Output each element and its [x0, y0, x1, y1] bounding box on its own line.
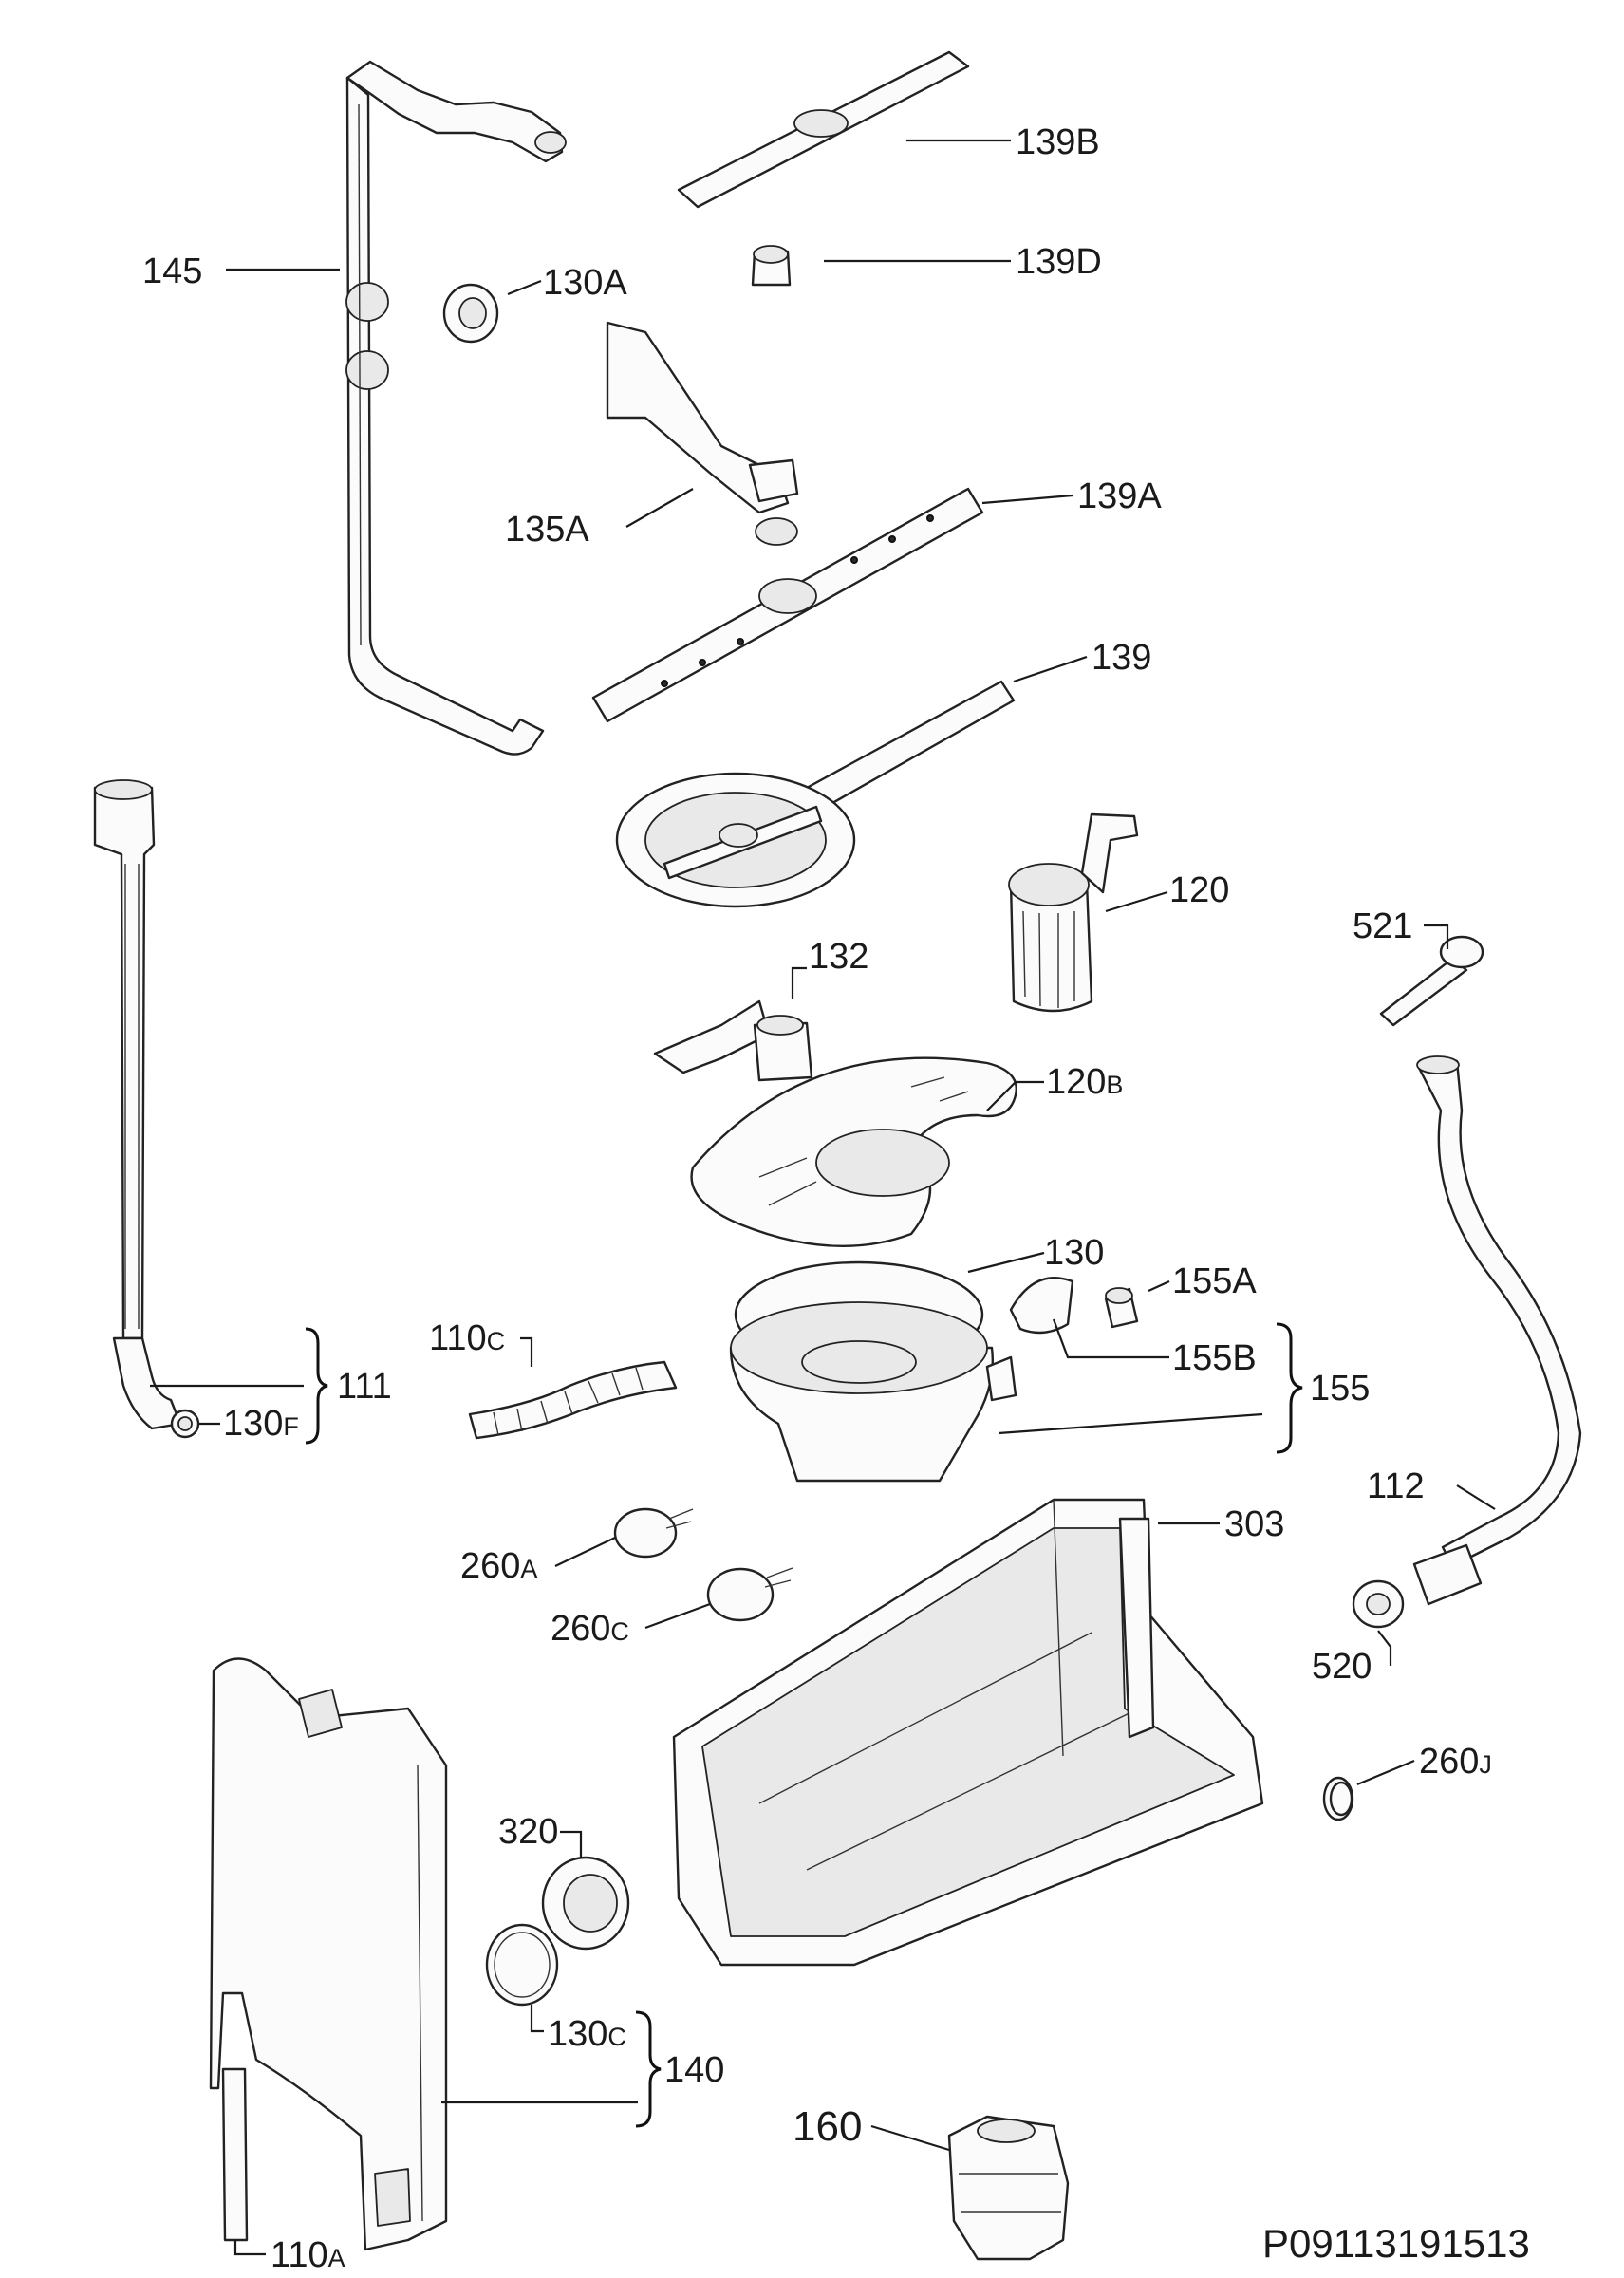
- label-320: 320: [498, 1812, 558, 1852]
- label-135A: 135A: [505, 510, 589, 550]
- label-139D: 139D: [1016, 242, 1102, 282]
- part-110C-hose: [468, 1360, 678, 1440]
- part-320-seal: [541, 1856, 630, 1951]
- label-120B: 120B: [1046, 1062, 1123, 1102]
- label-130A: 130A: [543, 263, 627, 303]
- label-130F: 130F: [223, 1404, 299, 1444]
- part-139A-middle-spray-arm: [591, 487, 984, 723]
- part-139B-upper-spray-arm: [677, 50, 970, 209]
- part-155B-cover: [1009, 1277, 1074, 1335]
- part-139-lower-spray-arm: [615, 680, 1016, 908]
- part-130C-gasket: [485, 1923, 559, 2007]
- label-160: 160: [793, 2103, 862, 2150]
- part-155A-connector: [1104, 1287, 1139, 1329]
- label-130: 130: [1044, 1233, 1104, 1273]
- part-120-filter: [1008, 812, 1139, 1013]
- part-260J-clamp: [1322, 1776, 1354, 1821]
- label-140: 140: [664, 2050, 724, 2090]
- part-303-base: [672, 1498, 1264, 1967]
- part-130A-gasket: [442, 283, 499, 344]
- label-112: 112: [1367, 1466, 1425, 1506]
- part-260A-clamp: [613, 1507, 694, 1559]
- label-155A: 155A: [1172, 1261, 1257, 1301]
- label-110C: 110C: [429, 1318, 505, 1358]
- label-145: 145: [142, 252, 202, 291]
- part-112-drain-hose: [1412, 1055, 1582, 1606]
- label-155: 155: [1310, 1369, 1370, 1409]
- part-130-sump: [729, 1260, 1017, 1483]
- part-111-inlet-hose: [93, 779, 182, 1430]
- brace-140: [635, 2010, 662, 2128]
- label-130C: 130C: [548, 2014, 626, 2054]
- part-145-supply-pipe: [345, 60, 567, 756]
- label-155B: 155B: [1172, 1338, 1257, 1378]
- part-140-softener: [209, 1657, 448, 2251]
- grouping-braces: [305, 1322, 1303, 2128]
- label-521: 521: [1353, 906, 1412, 946]
- label-260C: 260C: [551, 1609, 629, 1649]
- part-521-clip: [1379, 935, 1484, 1027]
- label-139: 139: [1092, 638, 1151, 678]
- part-520-valve: [1352, 1579, 1405, 1629]
- label-111: 111: [337, 1367, 392, 1407]
- part-110A-tube: [221, 2067, 249, 2242]
- brace-155: [1276, 1322, 1303, 1454]
- part-260C-clamp: [706, 1567, 793, 1622]
- label-139B: 139B: [1016, 122, 1100, 162]
- part-120B-filter-plate: [690, 1056, 1017, 1248]
- part-135A-arm-holder: [606, 321, 799, 546]
- part-160-drain-pump: [947, 2115, 1070, 2261]
- part-132-sensor: [653, 999, 813, 1082]
- label-132: 132: [809, 937, 868, 977]
- reference-code: P09113191513: [1262, 2221, 1530, 2266]
- label-260A: 260A: [460, 1546, 537, 1586]
- label-110A: 110A: [271, 2235, 345, 2275]
- part-139D-nut: [751, 245, 792, 287]
- leader-lines: [150, 139, 1496, 2256]
- brace-111: [305, 1327, 328, 1445]
- label-139A: 139A: [1077, 476, 1162, 516]
- part-130F-seal: [170, 1409, 200, 1439]
- label-120: 120: [1169, 870, 1229, 910]
- label-520: 520: [1312, 1647, 1372, 1687]
- label-260J: 260J: [1419, 1742, 1492, 1782]
- label-303: 303: [1224, 1504, 1284, 1544]
